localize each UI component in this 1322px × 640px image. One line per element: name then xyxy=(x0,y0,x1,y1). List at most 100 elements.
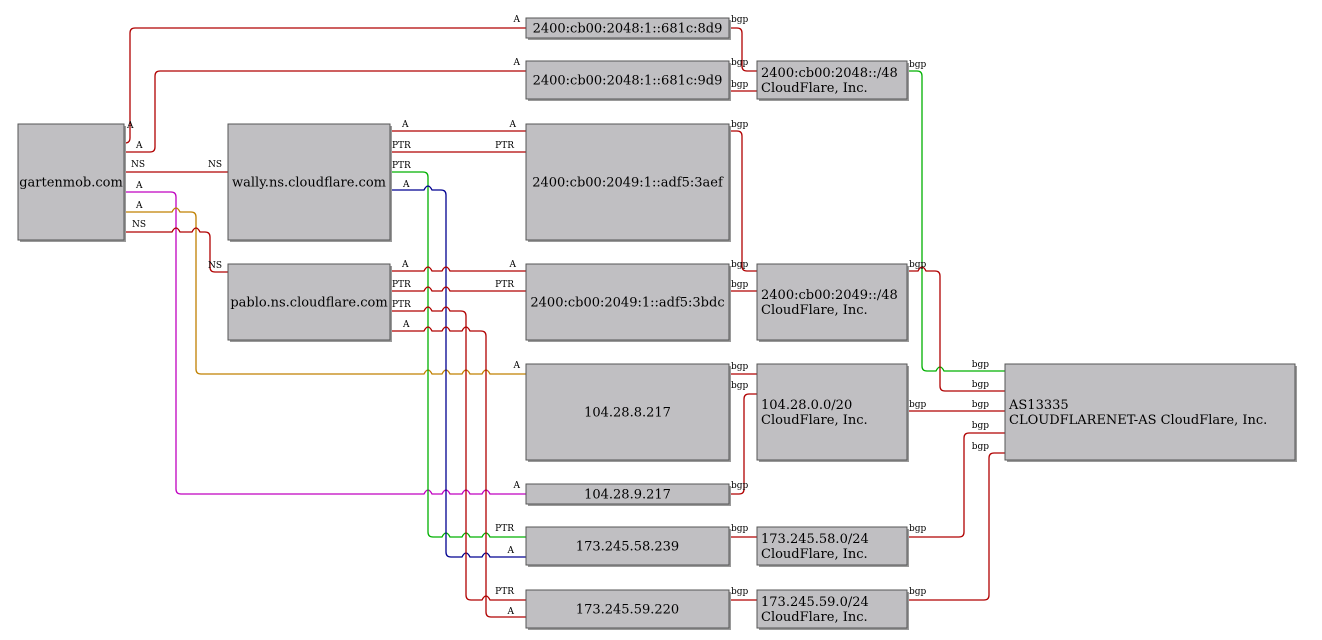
node-label-line: wally.ns.cloudflare.com xyxy=(232,176,386,191)
node-label-line: CloudFlare, Inc. xyxy=(761,303,868,318)
node-label-line: 173.245.59.0/24 xyxy=(761,595,869,610)
node-ip4-59220[interactable]: 173.245.59.220 xyxy=(525,589,731,630)
edge-label: bgp xyxy=(909,260,927,270)
node-label-line: 173.245.59.220 xyxy=(576,603,679,618)
edge-p-3bdc-ptr: PTR PTR xyxy=(390,280,526,292)
edge-line xyxy=(390,286,526,292)
node-box xyxy=(756,363,908,461)
edge-label: A xyxy=(513,481,521,491)
edge-label: NS xyxy=(208,160,222,170)
edge-label: A xyxy=(402,320,410,330)
edge-label: bgp xyxy=(731,587,749,597)
node-ip4-9217[interactable]: 104.28.9.217 xyxy=(525,483,731,506)
node-label-line: CloudFlare, Inc. xyxy=(761,610,868,625)
edge-line xyxy=(390,266,526,272)
edge-label: bgp xyxy=(731,80,749,90)
node-label-line: 104.28.8.217 xyxy=(584,406,671,421)
edge-label: A xyxy=(401,260,409,270)
node-box xyxy=(525,17,730,39)
node-label-line: 104.28.9.217 xyxy=(584,488,671,503)
edge-label: A xyxy=(126,121,134,131)
edge-label: PTR xyxy=(495,280,514,290)
edge-label: bgp xyxy=(972,400,990,410)
edge-g-9217: AA xyxy=(124,181,526,495)
node-label-line: 2400:cb00:2048::/48 xyxy=(761,66,898,81)
edge-label: bgp xyxy=(731,481,749,491)
edge-label: NS xyxy=(208,261,222,271)
edge-line xyxy=(390,171,526,538)
edge-line xyxy=(124,191,526,495)
node-box xyxy=(525,123,730,241)
node-label-line: 2400:cb00:2049::/48 xyxy=(761,288,898,303)
edge-line xyxy=(729,27,757,72)
node-box xyxy=(756,526,908,566)
edge-label: bgp xyxy=(731,280,749,290)
node-ip6-3bdc[interactable]: 2400:cb00:2049:1::adf5:3bdc xyxy=(525,263,731,342)
edge-label: A xyxy=(513,361,521,371)
edge-line xyxy=(729,130,757,272)
node-box xyxy=(756,589,908,629)
edge-label: bgp xyxy=(731,15,749,25)
edge-label: PTR xyxy=(392,161,411,171)
edge-line xyxy=(390,185,526,558)
edge-label: PTR xyxy=(495,141,514,151)
node-label-line: 173.245.58.239 xyxy=(576,540,679,555)
node-box xyxy=(227,263,391,341)
edge-label: bgp xyxy=(972,442,990,452)
edge-label: bgp xyxy=(731,58,749,68)
edge-label: PTR xyxy=(392,141,411,151)
node-ip4-8217[interactable]: 104.28.8.217 xyxy=(525,363,731,462)
edge-w-58239-a: AA xyxy=(390,180,526,558)
edge-line xyxy=(124,27,526,144)
edge-label: A xyxy=(135,141,143,151)
edge-n58-as: bgp bgp xyxy=(907,421,1005,538)
edge-line xyxy=(124,70,526,153)
node-box xyxy=(525,526,730,566)
edge-w-58239-ptr: PTR PTR xyxy=(390,161,526,538)
node-ip6-9d9[interactable]: 2400:cb00:2048:1::681c:9d9 xyxy=(525,60,731,101)
edge-line xyxy=(390,306,526,601)
node-ip6-8d9[interactable]: 2400:cb00:2048:1::681c:8d9 xyxy=(525,17,731,40)
edge-p-59220-ptr: PTR PTR xyxy=(390,300,526,601)
edge-label: bgp xyxy=(972,421,990,431)
node-label-line: 2400:cb00:2049:1::adf5:3bdc xyxy=(530,296,724,311)
edge-label: PTR xyxy=(495,587,514,597)
node-pablo[interactable]: pablo.ns.cloudflare.com xyxy=(227,263,392,342)
edge-label: bgp xyxy=(731,120,749,130)
edge-label: A xyxy=(135,181,143,191)
edge-line xyxy=(907,70,1005,372)
edge-label: PTR xyxy=(392,280,411,290)
node-gartenmob[interactable]: gartenmob.com xyxy=(17,123,126,242)
edge-label: A xyxy=(509,120,517,130)
node-box xyxy=(525,363,730,461)
edge-label: PTR xyxy=(392,300,411,310)
node-ip4-58239[interactable]: 173.245.58.239 xyxy=(525,526,731,567)
edge-label: A xyxy=(513,58,521,68)
edge-label: A xyxy=(507,546,515,556)
node-box xyxy=(525,483,730,505)
node-label-line: 2400:cb00:2048:1::681c:9d9 xyxy=(533,74,723,89)
edge-label: PTR xyxy=(495,524,514,534)
edge-g-8d9: AA xyxy=(124,15,526,144)
edge-label: A xyxy=(513,15,521,25)
node-wally[interactable]: wally.ns.cloudflare.com xyxy=(227,123,392,242)
node-label-line: CloudFlare, Inc. xyxy=(761,547,868,562)
node-ip6-3aef[interactable]: 2400:cb00:2049:1::adf5:3aef xyxy=(525,123,731,242)
node-label-line: CloudFlare, Inc. xyxy=(761,81,868,96)
node-box xyxy=(17,123,125,241)
edge-3bdc-net: bgp xyxy=(729,280,757,292)
